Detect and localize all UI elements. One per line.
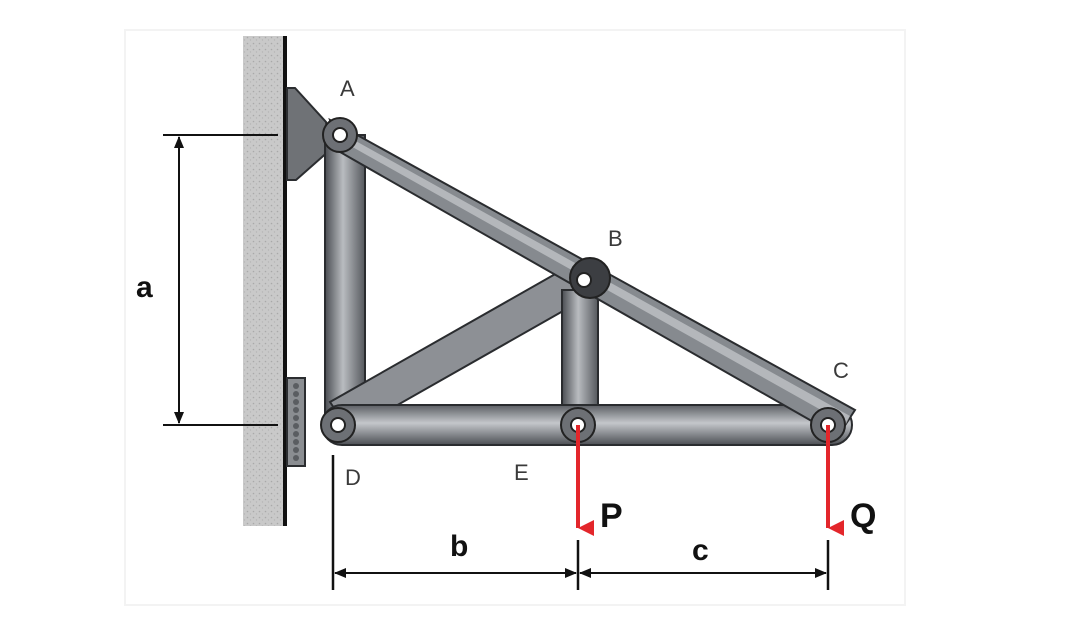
dimension-label-a: a <box>136 271 153 304</box>
roller-beads <box>293 383 299 461</box>
dimension-label-c: c <box>692 534 709 567</box>
member-ad <box>324 134 366 426</box>
node-label-e: E <box>514 460 529 485</box>
wall <box>243 36 283 526</box>
node-label-d: D <box>345 465 361 490</box>
node-label-b: B <box>608 226 623 251</box>
pin-d <box>320 407 356 443</box>
node-label-c: C <box>833 358 849 383</box>
node-label-a: A <box>340 76 355 101</box>
load-label-q: Q <box>850 497 876 535</box>
pin-b <box>569 257 611 299</box>
load-label-p: P <box>600 497 623 535</box>
bracket-d <box>286 377 306 467</box>
dimension-label-b: b <box>450 530 468 563</box>
pin-a <box>322 117 358 153</box>
